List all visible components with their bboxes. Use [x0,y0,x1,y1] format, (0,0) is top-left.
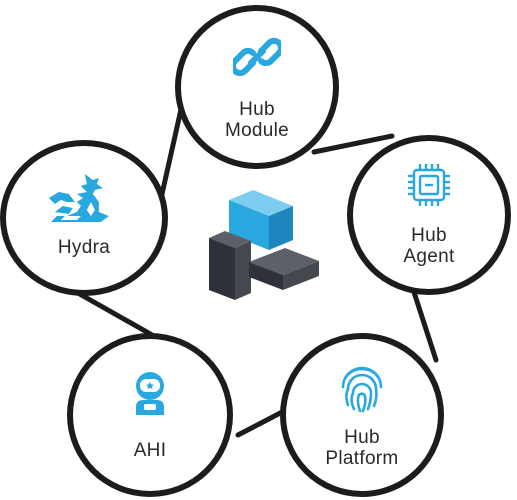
node-ahi-label: AHI [73,440,227,461]
label-line-2: Module [224,120,290,141]
astronaut-icon [130,371,170,422]
hub-cube-logo [205,190,325,304]
node-hub-agent: Hub Agent [347,135,511,295]
node-hub-module-label: Hub Module [181,99,333,141]
connector-module-agent [311,133,395,155]
node-ahi: AHI [67,333,233,497]
dragon-icon [47,172,111,229]
label-line-1: Hub [344,427,380,448]
label-line-2: Platform [325,448,399,469]
connector-platform-ahi [235,407,289,438]
chain-link-icon [229,33,285,86]
label-line-1: Hydra [57,237,111,258]
label-line-1: AHI [133,440,167,461]
label-line-1: Hub [239,99,275,120]
label-line-2: Agent [403,246,455,267]
node-hub-module: Hub Module [175,5,339,169]
cpu-chip-icon [405,161,453,214]
label-line-1: Hub [411,225,447,246]
connector-agent-platform [409,283,439,363]
node-hub-platform-label: Hub Platform [286,427,438,469]
node-hydra: Hydra [0,140,168,296]
node-hydra-label: Hydra [6,237,162,258]
node-hub-agent-label: Hub Agent [353,225,505,267]
fingerprint-icon [338,363,386,418]
node-hub-platform: Hub Platform [280,333,444,497]
